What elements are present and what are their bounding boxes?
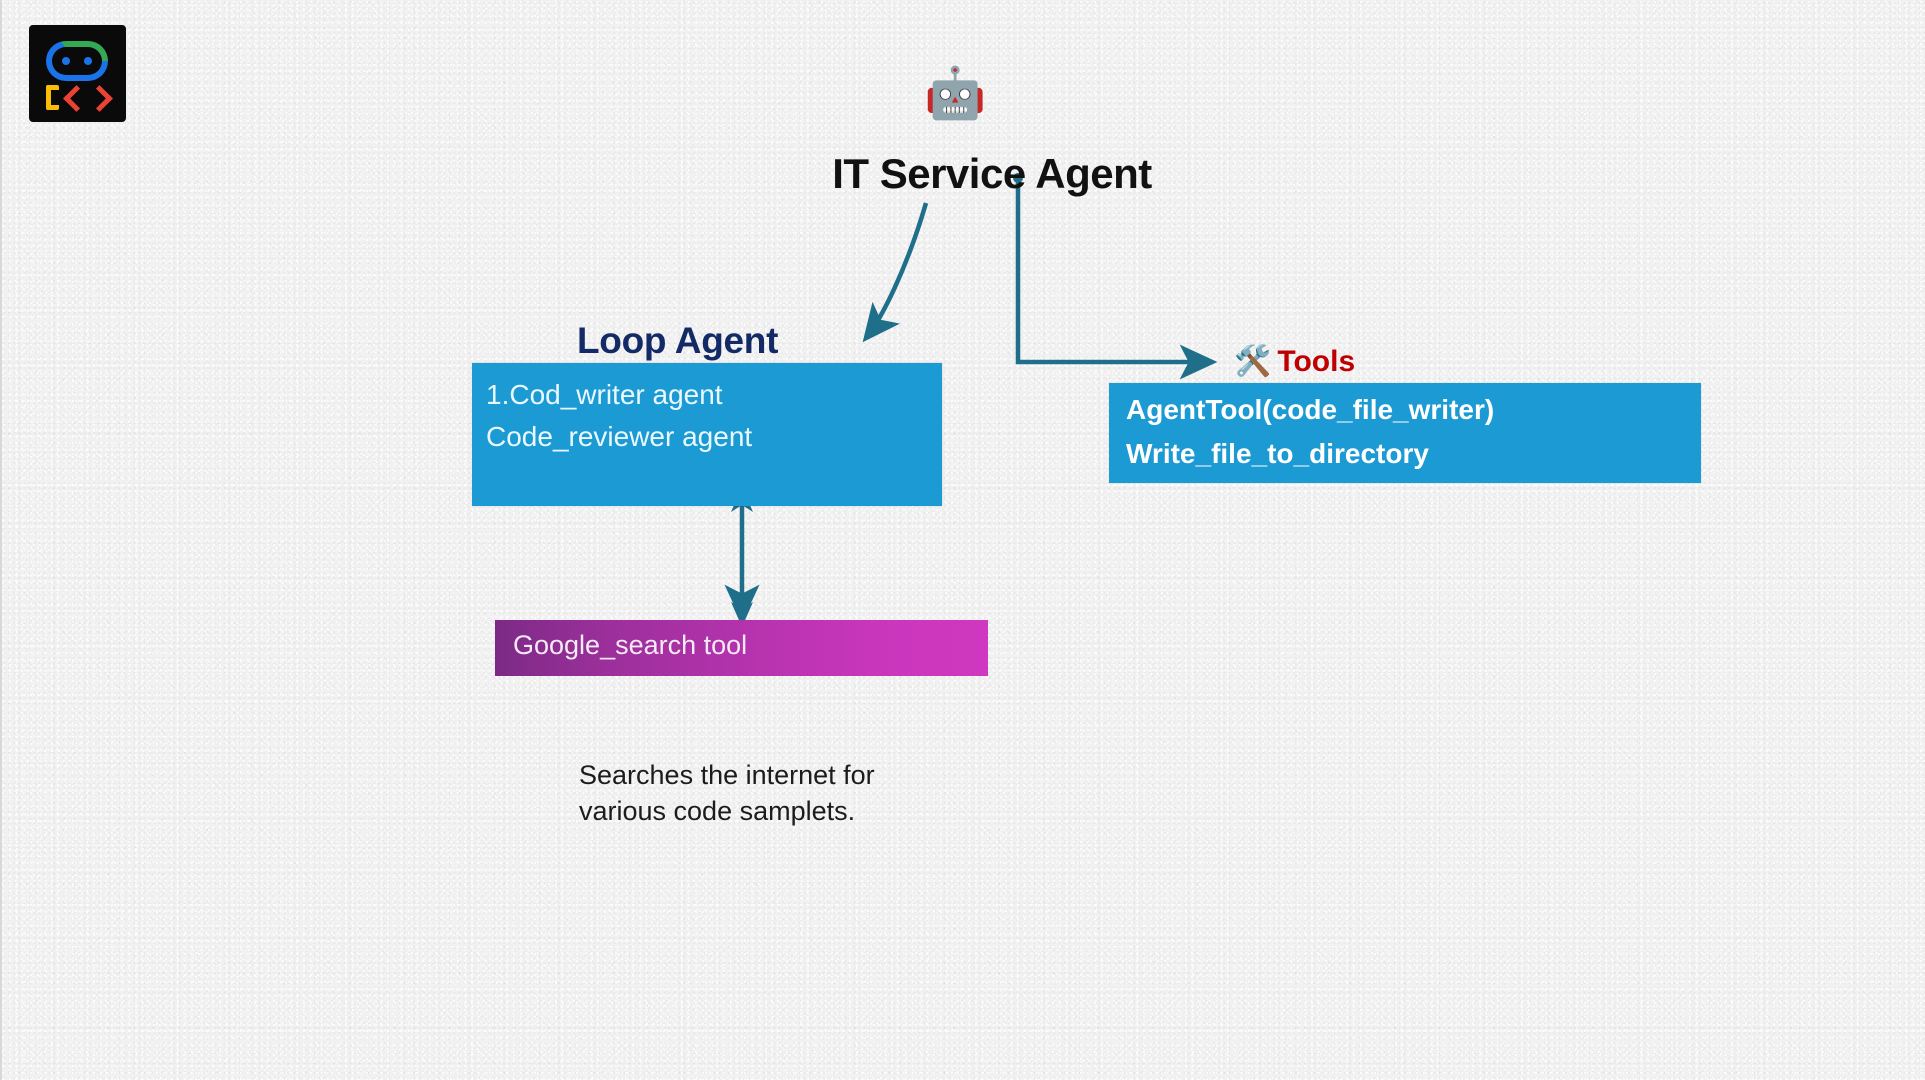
loop-agent-box: 1.Cod_writer agent Code_reviewer agent <box>472 363 942 506</box>
root-to-loop-agent-curved-arrow <box>862 202 929 343</box>
hammer-and-wrench-emoji: 🛠️ <box>1234 344 1272 379</box>
robot-head-outline-icon <box>46 41 108 81</box>
loop-agent-item-2: Code_reviewer agent <box>486 421 753 452</box>
google-search-tool-box: Google_search tool <box>495 620 988 676</box>
google-adk-logo <box>29 25 126 122</box>
root-to-tools-elbow-arrow <box>1015 178 1218 380</box>
google-search-tool-label: Google_search tool <box>513 630 748 660</box>
loop-agent-item-1: 1.Cod_writer agent <box>486 379 723 410</box>
chevron-right-icon <box>86 85 113 112</box>
tools-heading-label: Tools <box>1277 344 1356 378</box>
root-agent-title: IT Service Agent <box>832 150 1152 197</box>
robot-emoji: 🤖 <box>924 64 987 122</box>
square-bracket-icon <box>46 85 59 110</box>
tools-item-1: AgentTool(code_file_writer) <box>1126 394 1495 425</box>
tools-box: AgentTool(code_file_writer) Write_file_t… <box>1109 383 1701 483</box>
caption-line-2: various code samplets. <box>579 795 856 826</box>
tools-item-2: Write_file_to_directory <box>1126 438 1429 469</box>
loop-agent-heading: Loop Agent <box>577 320 779 361</box>
google-search-tool-caption: Searches the internet for various code s… <box>579 758 999 829</box>
robot-eye-right-icon <box>84 57 92 65</box>
robot-eye-left-icon <box>62 57 70 65</box>
caption-line-1: Searches the internet for <box>579 760 875 790</box>
tools-heading: 🛠️ Tools <box>1234 344 1355 379</box>
